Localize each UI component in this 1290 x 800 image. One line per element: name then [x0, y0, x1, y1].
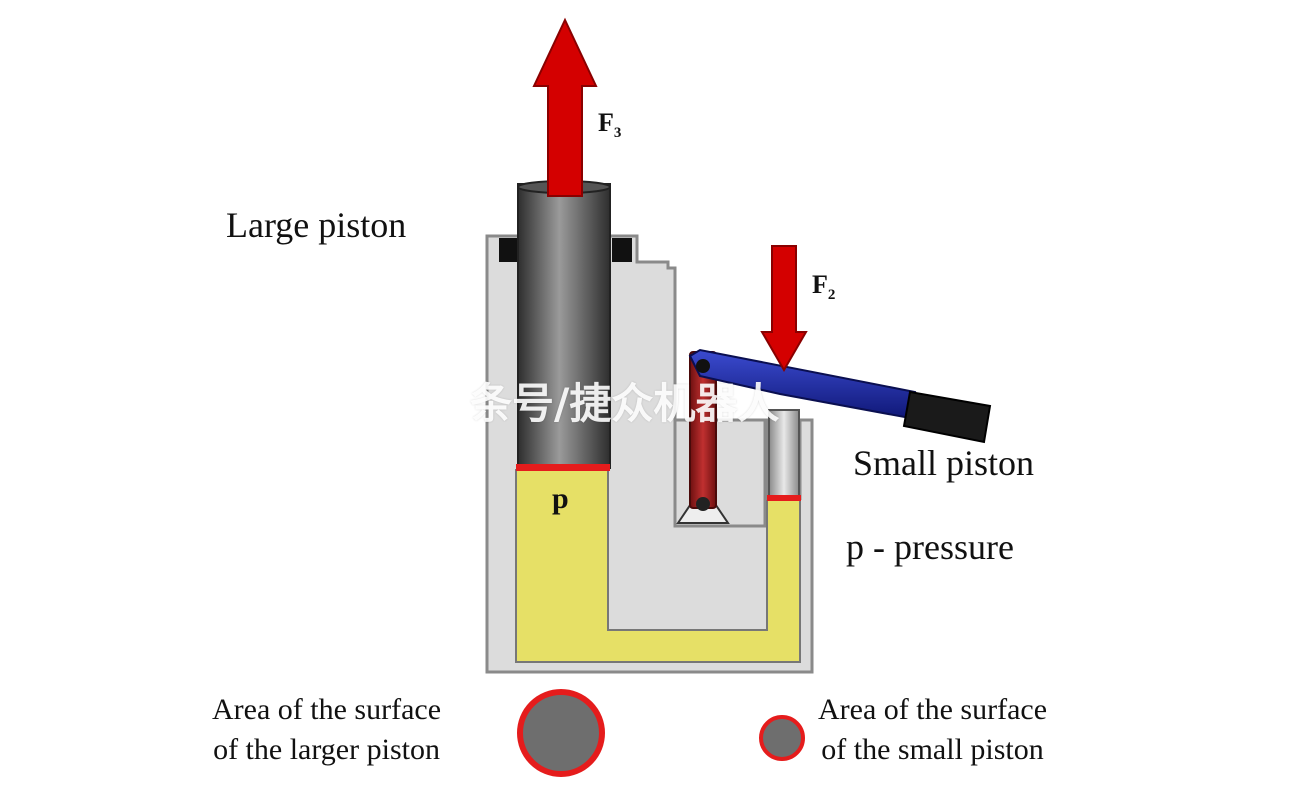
area-small-line2: of the small piston — [821, 733, 1044, 766]
large-piston-label: Large piston — [226, 205, 407, 245]
pressure-symbol: p — [552, 482, 569, 515]
small-piston-seal — [767, 495, 801, 501]
pump-recess — [673, 420, 767, 528]
seal-right — [612, 238, 632, 262]
area-small-line1: Area of the surface — [818, 693, 1048, 726]
link-pin-bottom — [696, 497, 710, 511]
force-arrow-down — [760, 245, 808, 372]
area-large-line1: Area of the surface — [212, 693, 442, 726]
force-large-letter: F — [598, 108, 614, 137]
force-small-letter: F — [812, 270, 828, 299]
large-piston — [517, 183, 611, 469]
small-area-circle — [759, 715, 805, 761]
small-piston-label: Small piston — [853, 443, 1035, 483]
area-large-line2: of the larger piston — [213, 733, 440, 766]
lever-pin-top — [696, 359, 710, 373]
pressure-legend: p - pressure — [846, 527, 1014, 567]
large-area-circle — [517, 689, 605, 777]
force-large-sub: 3 — [613, 125, 622, 142]
area-large-caption: Area of the surface of the larger piston — [212, 690, 441, 770]
lever-handle — [902, 390, 992, 444]
force-label-small: F2 — [812, 270, 835, 304]
force-small-sub: 2 — [827, 287, 836, 304]
large-piston-seal — [516, 464, 610, 471]
force-arrow-up — [532, 17, 598, 197]
seal-left — [499, 238, 519, 262]
force-label-large: F3 — [598, 108, 621, 142]
watermark: 条号/捷众机器人 — [470, 379, 780, 428]
small-piston — [768, 409, 800, 499]
area-small-caption: Area of the surface of the small piston — [818, 690, 1047, 770]
